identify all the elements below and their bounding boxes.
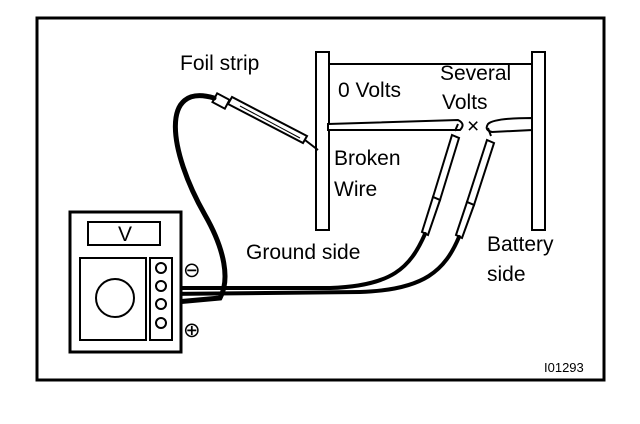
foil-strip-probe (211, 91, 319, 151)
foil-strip-lead (162, 93, 228, 306)
label-broken: Broken (334, 147, 401, 170)
meter-dial (95, 278, 135, 318)
break-mark: × (467, 115, 479, 138)
label-several: Several (440, 62, 511, 85)
minus-symbol: ⊖ (183, 259, 201, 282)
label-ground-side: Ground side (246, 241, 360, 264)
label-zero-volts: 0 Volts (338, 79, 401, 102)
multimeter: V (68, 210, 183, 354)
meter-jack-1 (155, 262, 167, 274)
figure-frame (35, 16, 606, 382)
broken-wire-left (327, 118, 464, 131)
label-side: side (487, 263, 526, 286)
broken-wire-right (485, 116, 533, 134)
battery-lead (163, 235, 461, 296)
connector-frame (315, 51, 546, 231)
label-wire: Wire (334, 178, 377, 201)
ground-side-probe (420, 123, 461, 237)
meter-jack-4 (155, 317, 167, 329)
label-battery: Battery (487, 233, 554, 256)
meter-display (87, 221, 161, 246)
meter-display-label: V (118, 223, 132, 246)
meter-jack-3 (155, 298, 167, 310)
meter-jack-2 (155, 280, 167, 292)
ground-lead (163, 232, 427, 290)
label-foil-strip: Foil strip (180, 52, 259, 75)
figure-id: I01293 (544, 360, 584, 375)
label-volts: Volts (442, 91, 488, 114)
battery-side-probe (454, 127, 496, 240)
plus-symbol: ⊕ (183, 319, 201, 342)
